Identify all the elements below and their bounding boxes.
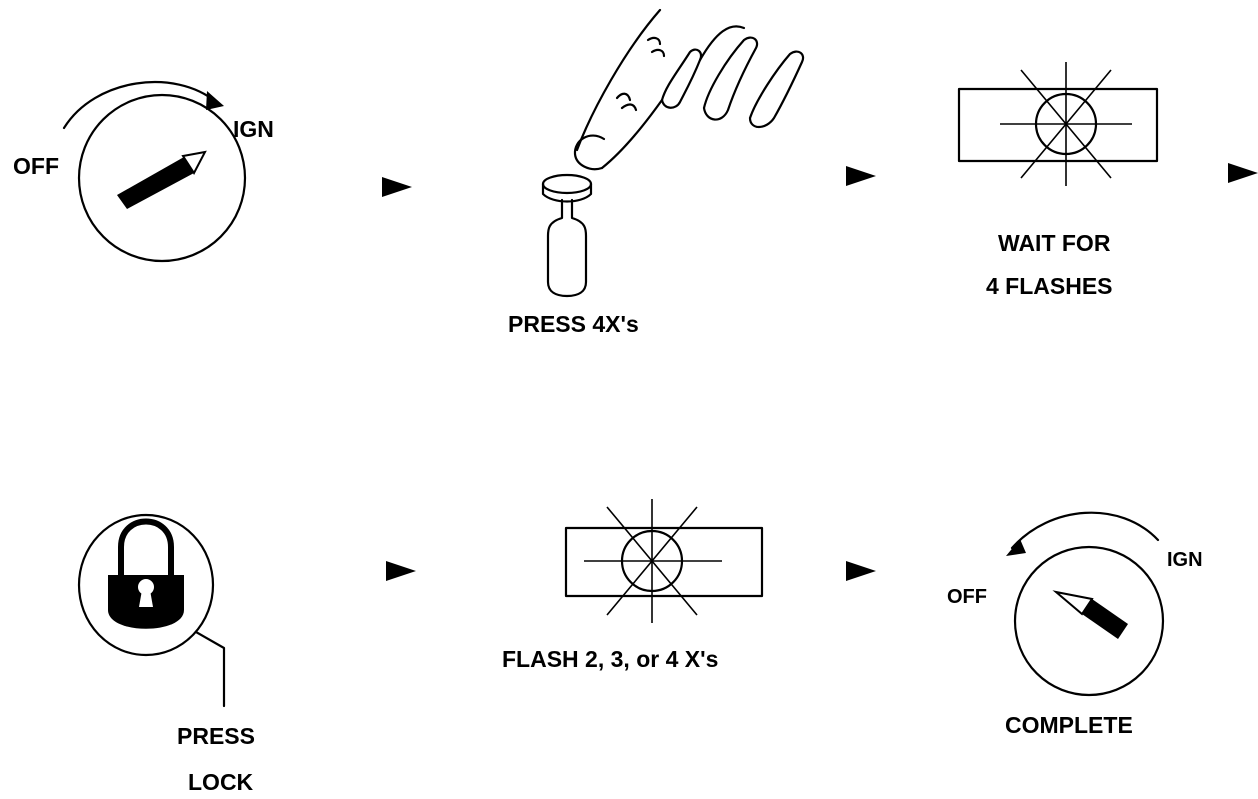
arrow-right-icon [846, 166, 876, 186]
arrow-right-icon [382, 177, 412, 197]
ignition-key-turn-back-icon [1006, 511, 1165, 697]
finger-press-button-icon [541, 8, 805, 298]
flashing-lamp-icon [957, 62, 1159, 186]
ignition-key-turn-icon [62, 81, 247, 263]
wait-label-line2: 4 FLASHES [986, 273, 1113, 299]
flash-label: FLASH 2, 3, or 4 X's [502, 646, 718, 672]
complete-label: COMPLETE [1005, 712, 1133, 738]
lock-label-line1: PRESS [177, 723, 255, 749]
lock-label-line2: LOCK [188, 769, 254, 795]
press-label: PRESS 4X's [508, 311, 639, 337]
arrow-right-icon [846, 561, 876, 581]
complete-off-label: OFF [947, 586, 987, 608]
key-ign-label: IGN [233, 116, 274, 142]
padlock-button-icon [77, 513, 226, 708]
wait-label-line1: WAIT FOR [998, 230, 1111, 256]
complete-ign-label: IGN [1167, 549, 1203, 571]
flashing-lamp-icon [564, 499, 764, 623]
key-off-label: OFF [13, 153, 59, 179]
arrow-right-icon [1228, 163, 1258, 183]
arrow-right-icon [386, 561, 416, 581]
